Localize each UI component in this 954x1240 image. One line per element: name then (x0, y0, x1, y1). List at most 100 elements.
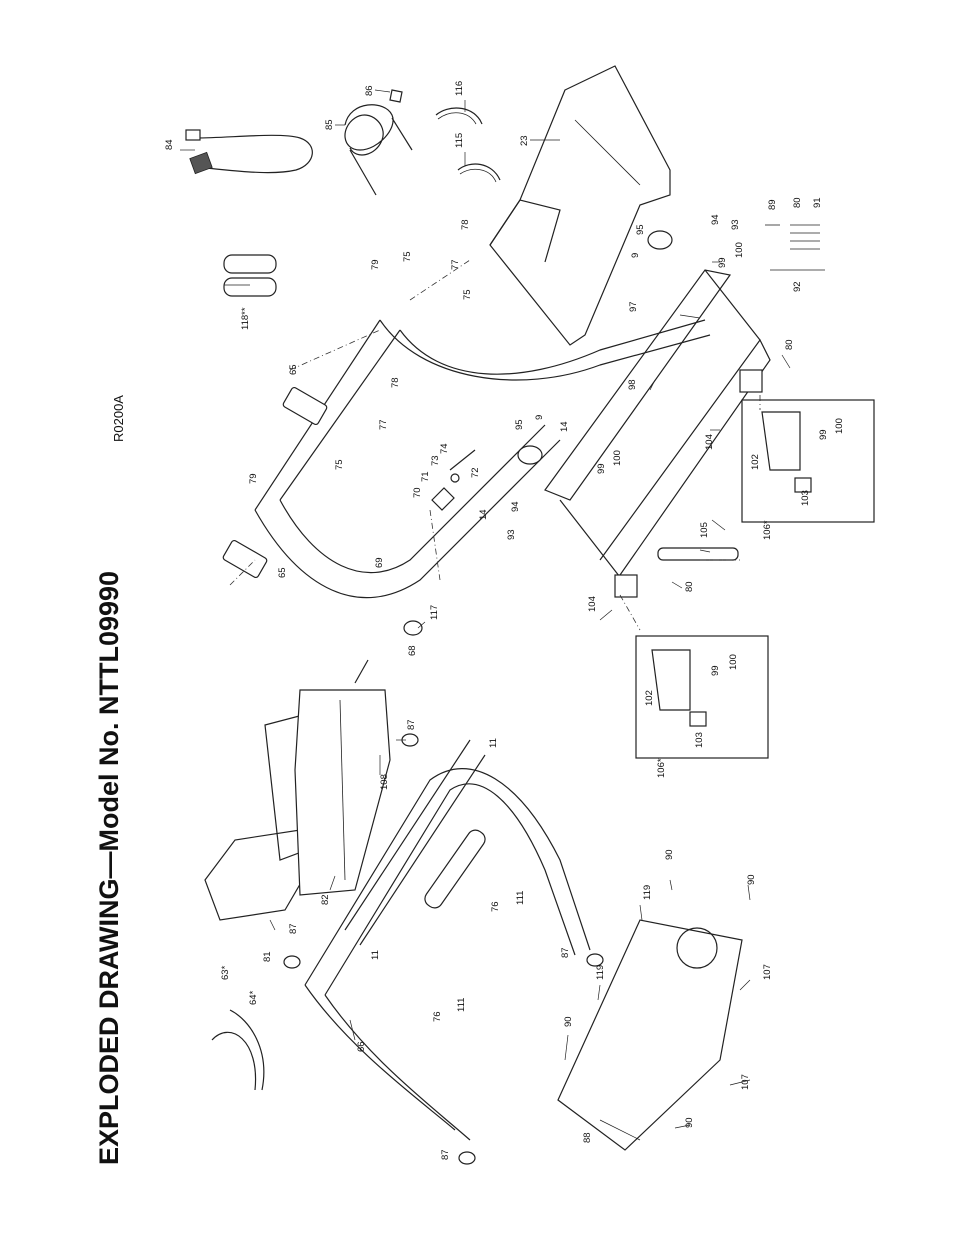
callout-92: 92 (792, 281, 803, 292)
callout-78b: 78 (390, 377, 401, 388)
part-63-64-straps (211, 1009, 265, 1091)
part-66-handrail-lower (304, 739, 591, 1141)
leader-lines (180, 89, 791, 1141)
inset-106-left (635, 635, 769, 759)
part-76-crossbar (424, 829, 486, 909)
part-95-wheels (517, 230, 673, 465)
callout-74: 74 (439, 443, 450, 454)
callout-103b: 103 (694, 732, 705, 748)
callout-99c: 99 (818, 429, 829, 440)
callout-107b: 107 (740, 1074, 751, 1090)
callout-117: 117 (429, 605, 440, 620)
callout-65a: 65 (288, 364, 299, 375)
part-65-handlebar-upper (282, 386, 328, 426)
callout-84: 84 (164, 139, 175, 150)
part-69-upright-tube (254, 319, 561, 599)
callout-71: 71 (420, 471, 431, 482)
callout-73: 73 (430, 455, 441, 466)
callout-90c: 90 (563, 1016, 574, 1027)
callout-72: 72 (470, 467, 481, 478)
callout-75a: 75 (402, 251, 413, 262)
callout-23: 23 (519, 135, 530, 146)
callout-99b: 99 (596, 463, 607, 474)
part-84-key-cord (185, 129, 313, 175)
callout-105: 105 (699, 522, 710, 538)
part-115-wire (457, 163, 501, 183)
callout-86: 86 (364, 85, 375, 96)
callout-88: 88 (582, 1132, 593, 1143)
part-105-shock (657, 547, 739, 561)
callout-75b: 75 (462, 289, 473, 300)
page-title: EXPLODED DRAWING—Model No. NTTL09990 (94, 571, 124, 1165)
callout-11a: 11 (488, 738, 499, 748)
callout-87c: 87 (560, 947, 571, 958)
callout-81: 81 (262, 951, 273, 962)
callout-107a: 107 (762, 964, 773, 980)
part-65-handlebar-lower (222, 539, 268, 579)
callout-90b: 90 (746, 874, 757, 885)
part-handrail-upper (379, 319, 711, 381)
callout-87b: 87 (288, 923, 299, 934)
callout-98: 98 (627, 379, 638, 390)
callout-79a: 79 (370, 259, 381, 270)
callout-119a: 119 (642, 885, 653, 900)
callout-94a: 94 (710, 214, 721, 225)
callout-64: 64* (248, 990, 259, 1005)
callout-77a: 77 (450, 259, 461, 270)
callout-76a: 76 (490, 901, 501, 912)
callout-87d: 87 (440, 1149, 451, 1160)
callout-100b: 100 (612, 450, 623, 466)
callout-119b: 119 (595, 965, 606, 980)
callout-11b: 11 (370, 950, 381, 960)
callout-66: 66 (356, 1041, 367, 1052)
callout-80b: 80 (784, 339, 795, 350)
callout-100a: 100 (734, 242, 745, 258)
callout-76b: 76 (432, 1011, 443, 1022)
callout-102b: 102 (644, 690, 655, 706)
callout-103a: 103 (800, 490, 811, 506)
callout-95b: 95 (514, 419, 525, 430)
callout-85: 85 (324, 119, 335, 130)
callout-99a: 99 (717, 257, 728, 268)
part-116-wire (435, 107, 483, 125)
callout-65b: 65 (277, 567, 288, 578)
part-23-motor-hood (489, 65, 671, 346)
part-85-power-cord (344, 104, 413, 196)
part-68-knob (403, 620, 423, 636)
part-base-frame (544, 269, 771, 598)
callout-99d: 99 (710, 665, 721, 676)
inset-106-right (741, 399, 875, 523)
callout-77b: 77 (378, 419, 389, 430)
part-86-plug (389, 89, 403, 103)
callout-14b: 14 (478, 509, 489, 520)
callout-68: 68 (407, 645, 418, 656)
callout-90a: 90 (664, 849, 675, 860)
part-88-frame-cover (557, 919, 743, 1151)
callout-104b: 104 (587, 596, 598, 612)
callout-87a: 87 (406, 719, 417, 730)
callout-93a: 93 (730, 219, 741, 230)
callout-97: 97 (628, 301, 639, 312)
part-89-92-hardware (765, 224, 825, 271)
callout-100c: 100 (834, 418, 845, 434)
callout-78a: 78 (460, 219, 471, 230)
callout-115: 115 (454, 133, 465, 148)
callout-102a: 102 (750, 454, 761, 470)
callout-70: 70 (412, 487, 423, 498)
callout-69: 69 (374, 557, 385, 568)
part-70-74-bolt-assembly (431, 449, 476, 511)
end-caps-87 (283, 733, 604, 1165)
callout-80a: 80 (792, 197, 803, 208)
drawing-code: R0200A (111, 395, 126, 442)
callout-95a: 95 (635, 224, 646, 235)
callout-90d: 90 (684, 1117, 695, 1128)
part-82-108-console-base (294, 659, 391, 896)
callout-14a: 14 (559, 421, 570, 432)
callout-79b: 79 (248, 473, 259, 484)
callout-111b: 111 (456, 998, 467, 1012)
callout-111a: 111 (515, 891, 526, 905)
callout-106b: 106* (656, 758, 667, 778)
callout-116: 116 (454, 81, 465, 96)
